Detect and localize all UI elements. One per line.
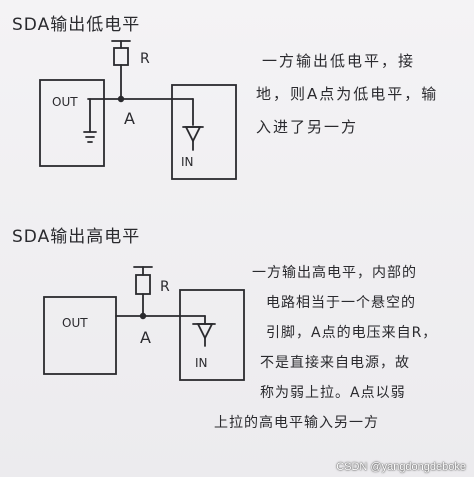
- description-high-line: 引脚，A点的电压来自R，: [266, 325, 438, 341]
- node-label-low: A: [124, 109, 135, 128]
- section-low-title: SDA输出低电平: [12, 15, 141, 35]
- description-low-line: 入进了另一方: [256, 118, 359, 136]
- resistor-high: [135, 274, 151, 295]
- section-high-title: SDA输出高电平: [12, 227, 141, 247]
- resistor-label-low: R: [140, 51, 150, 67]
- out-label-low: OUT: [52, 95, 78, 109]
- description-low: 一方输出低电平，接 地，则A点为低电平，输 入进了另一方: [256, 45, 438, 144]
- description-high: 一方输出高电平，内部的 电路相当于一个悬空的 引脚，A点的电压来自R， 不是直接…: [214, 258, 438, 438]
- description-high-line: 不是直接来自电源，故: [260, 355, 410, 371]
- node-label-high: A: [140, 328, 151, 347]
- watermark: CSDN @yangdongdeboke: [336, 461, 466, 473]
- buffer-triangle-low: [184, 126, 202, 144]
- description-low-line: 地，则A点为低电平，输: [256, 85, 439, 103]
- description-high-line: 称为弱上拉。A点以弱: [260, 385, 406, 401]
- in-label-high: IN: [195, 356, 208, 370]
- buffer-triangle-high: [196, 323, 214, 341]
- resistor-low: [113, 47, 129, 66]
- description-high-line: 上拉的高电平输入另一方: [214, 415, 379, 431]
- description-high-line: 电路相当于一个悬空的: [266, 295, 416, 311]
- out-label-high: OUT: [62, 316, 88, 330]
- description-low-line: 一方输出低电平，接: [262, 52, 416, 70]
- out-box-low: [39, 79, 105, 167]
- out-box-high: [43, 296, 117, 375]
- description-high-line: 一方输出高电平，内部的: [252, 265, 417, 281]
- resistor-label-high: R: [160, 279, 170, 295]
- in-label-low: IN: [181, 155, 194, 169]
- in-box-low: [171, 84, 237, 180]
- in-box-high: [179, 289, 245, 381]
